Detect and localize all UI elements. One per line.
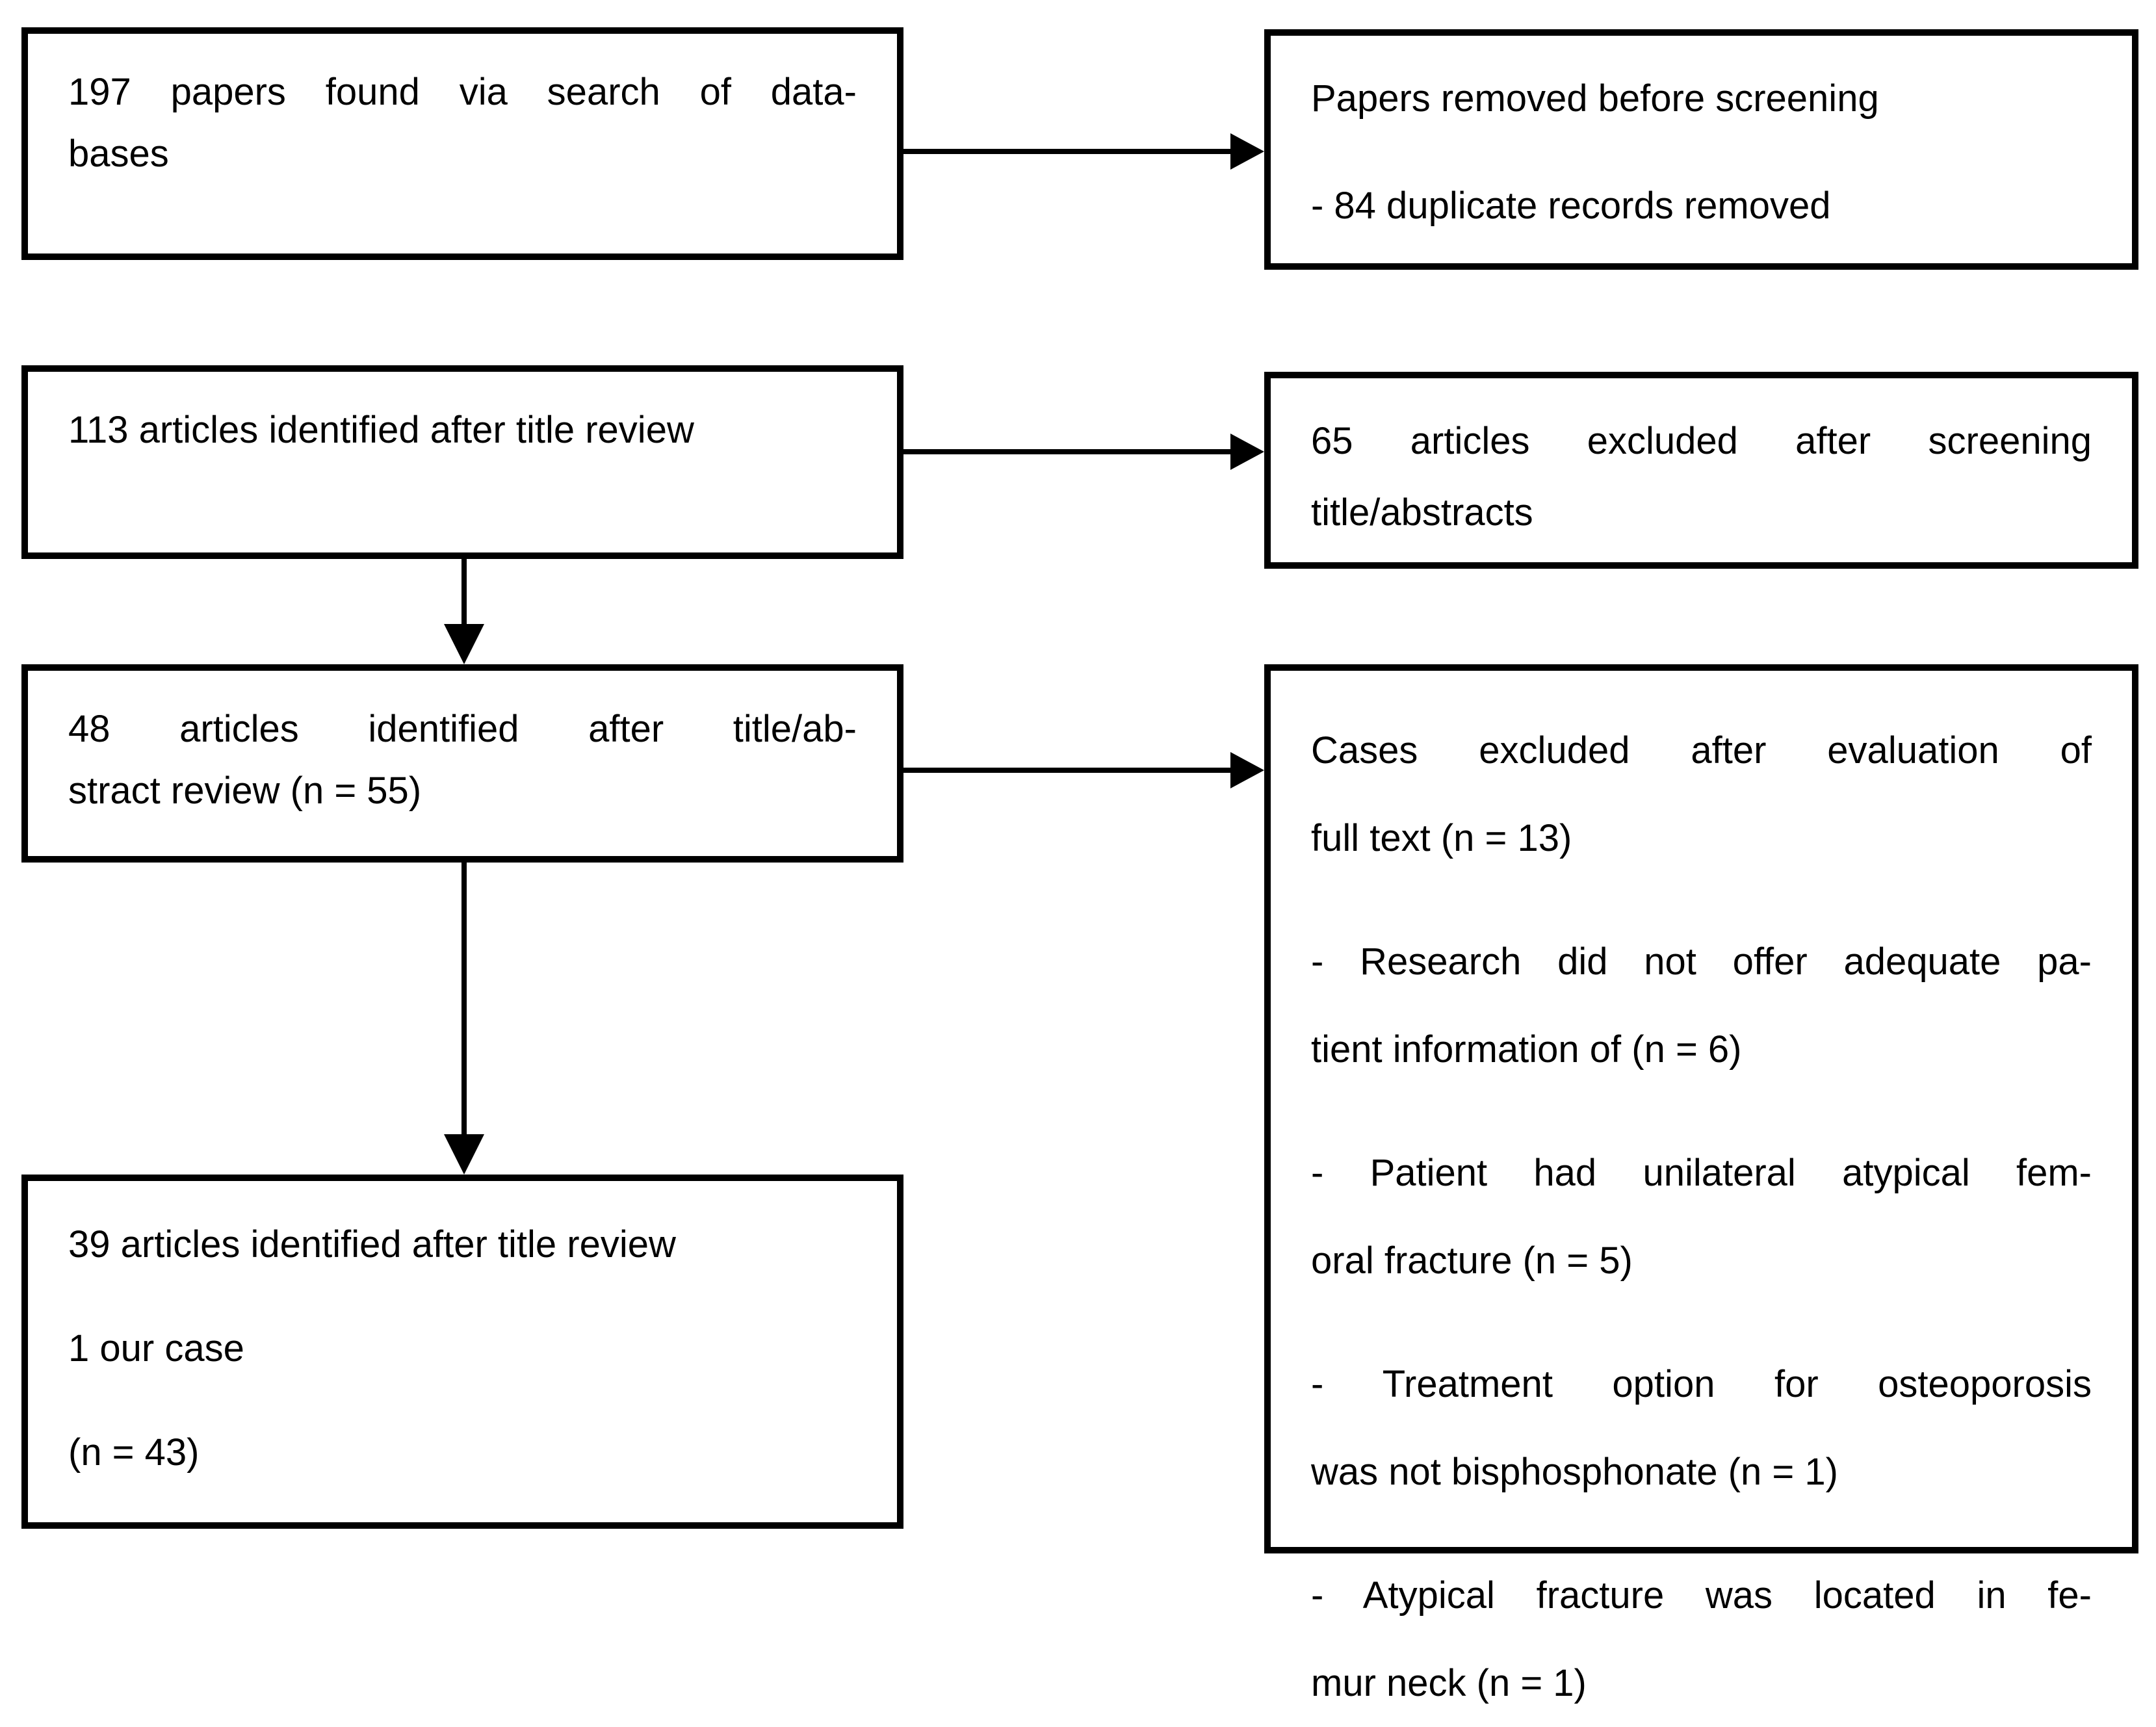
paragraph: 1 our case: [68, 1318, 857, 1379]
paragraph: 48 articles identified after title/ab- s…: [68, 698, 857, 822]
box-excluded-screening-line-2: title/abstracts: [1311, 491, 1533, 534]
paragraph: - 84 duplicate records removed: [1311, 170, 2092, 242]
box-abstract-review-line-2: stract review (n = 55): [68, 770, 422, 812]
flow-diagram: 197 papers found via search of data- bas…: [21, 27, 2138, 1704]
arrow-head-icon: [1230, 752, 1264, 788]
arrow-shaft: [903, 768, 1230, 773]
box-excluded-screening-line-1: 65 articles excluded after screening: [1311, 420, 2092, 462]
box-final-line-3: (n = 43): [68, 1431, 200, 1474]
box-excluded-fulltext-line-10: mur neck (n = 1): [1311, 1662, 1587, 1704]
paragraph: 113 articles identified after title revi…: [68, 399, 857, 461]
paragraph: (n = 43): [68, 1422, 857, 1483]
arrow-shaft: [461, 559, 467, 624]
paragraph: Papers removed before screening: [1311, 63, 2092, 135]
box-excluded-fulltext-line-5: - Patient had unilateral atypical fem-: [1311, 1152, 2092, 1194]
box-papers-found-line-1: 197 papers found via search of data-: [68, 71, 857, 113]
arrow-head-icon: [1230, 434, 1264, 470]
box-excluded-fulltext-line-9: - Atypical fracture was located in fe-: [1311, 1574, 2092, 1617]
arrow-head-icon: [444, 1134, 484, 1175]
box-removed-line-2: - 84 duplicate records removed: [1311, 185, 1831, 227]
arrow-shaft: [903, 149, 1230, 154]
box-excluded-full-text: Cases excluded after evaluation of full …: [1264, 664, 2138, 1704]
arrow-head-icon: [1230, 133, 1264, 170]
arrow-shaft: [461, 863, 467, 1134]
box-final-included: 39 articles identified after title revie…: [21, 1175, 903, 1529]
box-excluded-after-screening: 65 articles excluded after screening tit…: [1264, 372, 2138, 569]
box-title-review-line-1: 113 articles identified after title revi…: [68, 409, 694, 451]
paragraph: 39 articles identified after title revie…: [68, 1214, 857, 1275]
box-abstract-review: 48 articles identified after title/ab- s…: [21, 664, 903, 863]
box-removed-before-screening: Papers removed before screening - 84 dup…: [1264, 29, 2138, 270]
box-excluded-fulltext-line-1: Cases excluded after evaluation of: [1311, 729, 2092, 772]
box-excluded-fulltext-line-4: tient information of (n = 6): [1311, 1028, 1742, 1071]
paragraph: 197 papers found via search of data- bas…: [68, 61, 857, 185]
box-removed-line-1: Papers removed before screening: [1311, 77, 1879, 120]
arrow-head-icon: [444, 624, 484, 664]
box-abstract-review-line-1: 48 articles identified after title/ab-: [68, 708, 857, 750]
paragraph: - Atypical fracture was located in fe- m…: [1311, 1552, 2092, 1727]
paragraph: 65 articles excluded after screening tit…: [1311, 406, 2092, 549]
box-excluded-fulltext-line-7: - Treatment option for osteoporosis: [1311, 1363, 2092, 1405]
paragraph: - Patient had unilateral atypical fem- o…: [1311, 1129, 2092, 1305]
box-final-line-1: 39 articles identified after title revie…: [68, 1223, 676, 1266]
paragraph: - Research did not offer adequate pa- ti…: [1311, 918, 2092, 1093]
paragraph: Cases excluded after evaluation of full …: [1311, 707, 2092, 882]
box-papers-found-line-2: bases: [68, 133, 169, 175]
box-excluded-fulltext-line-2: full text (n = 13): [1311, 817, 1572, 859]
box-final-line-2: 1 our case: [68, 1327, 244, 1370]
box-excluded-fulltext-line-6: oral fracture (n = 5): [1311, 1240, 1633, 1282]
arrow-shaft: [903, 449, 1230, 454]
box-title-review: 113 articles identified after title revi…: [21, 365, 903, 559]
box-excluded-fulltext-line-8: was not bisphosphonate (n = 1): [1311, 1451, 1838, 1493]
paragraph: - Treatment option for osteoporosis was …: [1311, 1340, 2092, 1516]
box-papers-found: 197 papers found via search of data- bas…: [21, 27, 903, 260]
box-excluded-fulltext-line-3: - Research did not offer adequate pa-: [1311, 941, 2092, 983]
